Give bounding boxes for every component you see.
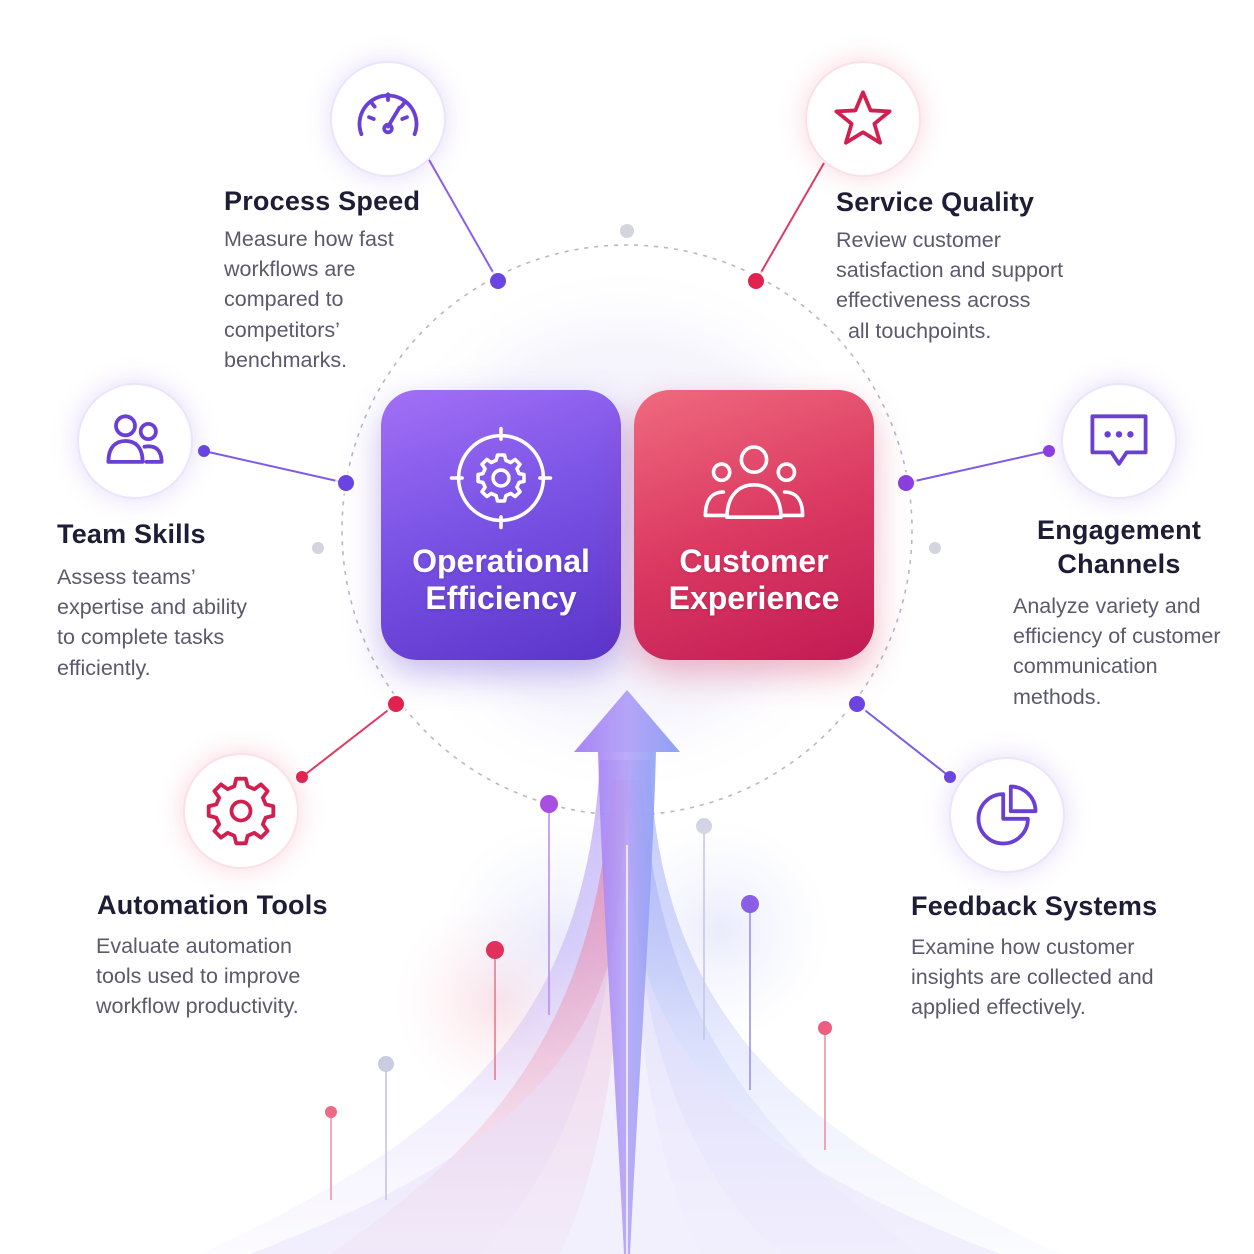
feedback-systems-description: Examine how customer insights are collect… — [911, 932, 1154, 1023]
description-line: efficiency of customer — [1013, 624, 1221, 649]
service-quality-title: Service Quality — [836, 187, 1035, 217]
speedometer-icon — [357, 92, 419, 137]
description-line: all touchpoints. — [836, 318, 992, 343]
pie-chart-icon — [976, 784, 1038, 846]
automation-tools-title: Automation Tools — [97, 890, 328, 920]
description-line: efficiently. — [57, 655, 151, 680]
automation-tools-description: Evaluate automation tools used to improve… — [96, 931, 300, 1022]
title-line: Engagement — [1036, 515, 1202, 545]
feedback-systems-title: Feedback Systems — [911, 891, 1158, 921]
star-icon — [834, 90, 892, 145]
engagement-channels-icon-circle[interactable] — [1061, 383, 1177, 499]
description-line: tools used to improve — [96, 964, 301, 989]
service-quality-icon-circle[interactable] — [805, 61, 921, 177]
team-skills-description: Assess teams’ expertise and ability to com… — [57, 562, 247, 683]
description-line: compared to — [224, 287, 344, 312]
description-line: methods. — [1013, 684, 1102, 709]
description-line: communication — [1013, 654, 1158, 679]
feedback-systems-icon-circle[interactable] — [949, 757, 1065, 873]
title-line: Experience — [668, 580, 840, 616]
description-line: Measure how fast — [224, 227, 394, 251]
automation-tools-icon-circle[interactable] — [183, 753, 299, 869]
gear-target-icon — [449, 426, 553, 530]
process-speed-description: Measure how fast workflows are compared to… — [224, 224, 394, 375]
description-line: workflows are — [224, 257, 356, 282]
description-line: applied effectively. — [911, 995, 1086, 1020]
description-line: Analyze variety and — [1013, 594, 1201, 618]
team-skills-icon-circle[interactable] — [77, 383, 193, 499]
cog-icon — [206, 776, 276, 846]
description-line: Review customer — [836, 228, 1001, 252]
title-line: Operational — [412, 543, 590, 579]
process-speed-title: Process Speed — [224, 186, 421, 216]
title-line: Efficiency — [425, 580, 577, 616]
users-group-icon — [703, 445, 805, 519]
process-speed-icon-circle[interactable] — [330, 61, 446, 177]
description-line: competitors’ — [224, 317, 340, 342]
description-line: Examine how customer — [911, 935, 1135, 959]
description-line: satisfaction and support — [836, 258, 1064, 283]
chat-bubble-icon — [1090, 414, 1148, 466]
team-skills-title: Team Skills — [57, 519, 206, 549]
description-line: Assess teams’ — [57, 565, 196, 589]
description-line: to complete tasks — [57, 625, 225, 650]
engagement-channels-description: Analyze variety and efficiency of custome… — [1013, 591, 1221, 712]
title-line: Customer — [679, 543, 829, 579]
description-line: Evaluate automation — [96, 934, 293, 958]
description-line: insights are collected and — [911, 965, 1154, 990]
description-line: expertise and ability — [57, 595, 248, 620]
title-line: Channels — [1057, 549, 1181, 579]
description-line: effectiveness across — [836, 288, 1031, 313]
service-quality-description: Review customer satisfaction and support e… — [836, 225, 1063, 346]
team-icon — [106, 414, 164, 464]
description-line: workflow productivity. — [96, 994, 299, 1019]
description-line: benchmarks. — [224, 347, 348, 372]
